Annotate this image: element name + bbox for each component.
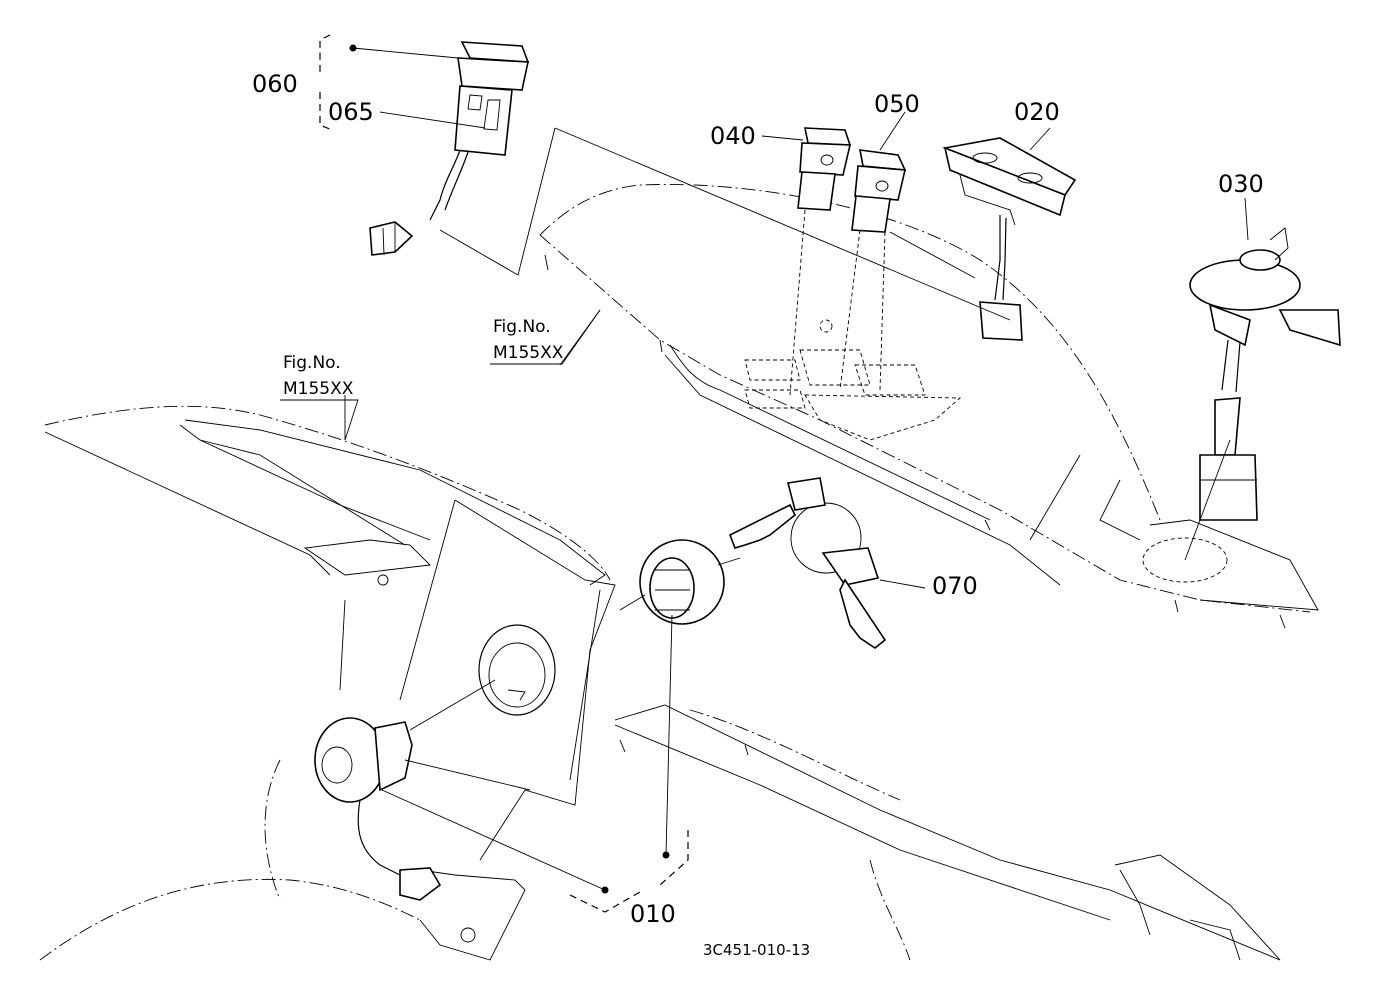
switch-060-065 [369, 41, 530, 256]
figure-reference-number: M155XX [493, 343, 564, 363]
callout-065: 065 [328, 98, 374, 126]
reference-dot [349, 44, 357, 52]
lamp-010 [314, 539, 725, 901]
figure-reference-left: Fig.No. M155XX [280, 353, 359, 441]
callout-070: 070 [932, 572, 978, 600]
reference-dot [662, 851, 670, 859]
lamp-holder-020 [942, 137, 1077, 341]
left-dashboard-panel [39, 405, 616, 961]
leader-lines [344, 47, 1249, 891]
reference-dot [601, 886, 609, 894]
keys-070 [728, 477, 887, 649]
switch-040 [797, 127, 852, 211]
callout-010: 010 [630, 900, 676, 928]
key-switch-030 [1189, 227, 1341, 521]
upper-console-panel [539, 184, 1319, 629]
figure-reference-label: Fig.No. [283, 353, 341, 373]
callout-040: 040 [710, 122, 756, 150]
figure-reference-label: Fig.No. [493, 317, 551, 337]
drawing-number: 3C451-010-13 [703, 941, 810, 959]
figure-reference-number: M155XX [283, 379, 354, 399]
group-brackets [319, 34, 689, 913]
callout-030: 030 [1218, 170, 1264, 198]
callout-labels: 060 065 040 050 020 030 070 010 [252, 70, 1264, 928]
callout-020: 020 [1014, 98, 1060, 126]
callout-060: 060 [252, 70, 298, 98]
switch-050 [851, 149, 907, 233]
figure-reference-upper: Fig.No. M155XX [490, 309, 601, 365]
lower-right-console [614, 704, 1281, 961]
callout-050: 050 [874, 90, 920, 118]
